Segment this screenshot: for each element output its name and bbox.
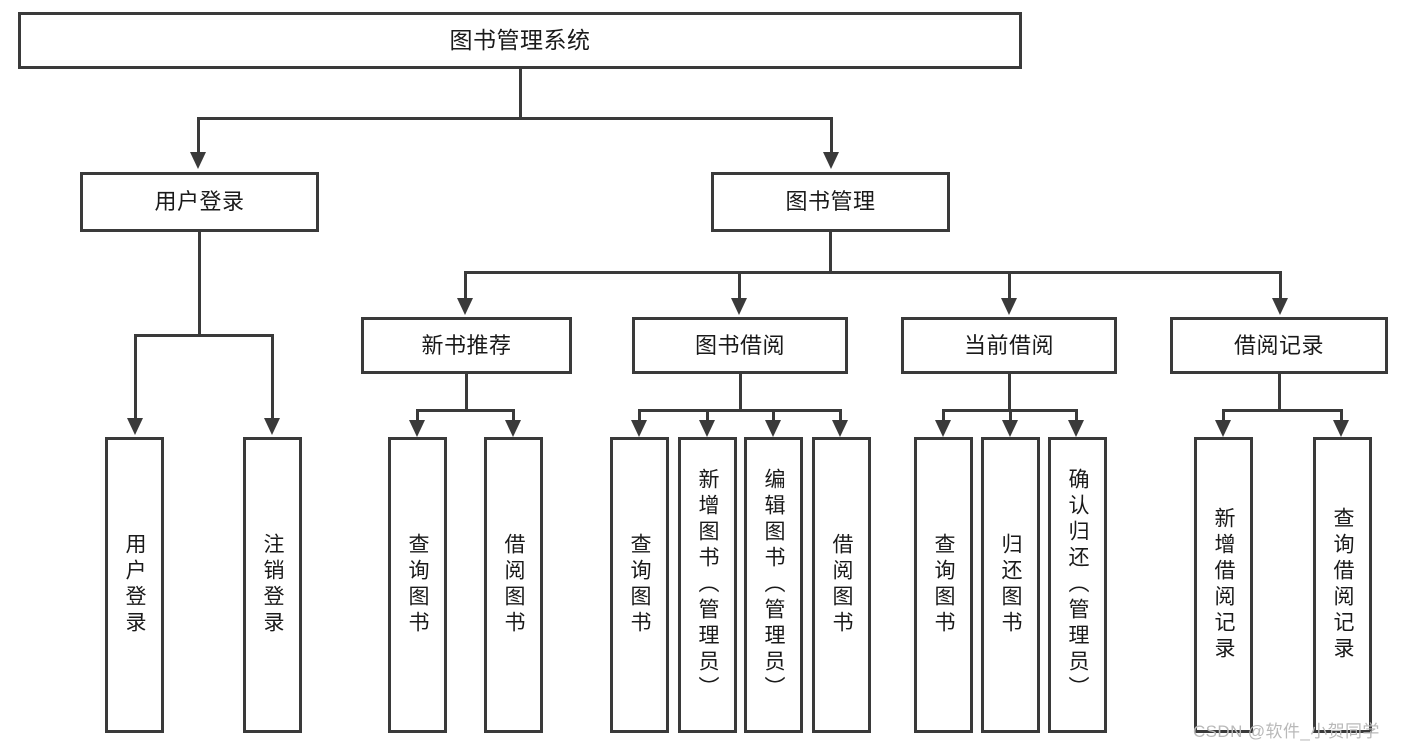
connector-bb-leaf1 [638,409,641,423]
arrowhead-current-borrow [1001,298,1017,315]
node-book-borrow[interactable]: 图书借阅 [632,317,848,374]
node-label: 图书管理系统 [449,26,591,53]
node-book-management[interactable]: 图书管理 [711,172,950,232]
connector-cb-leaf3 [1075,409,1078,423]
node-user-login[interactable]: 用户登录 [80,172,319,232]
node-label: 新增借阅记录 [1212,507,1235,663]
node-label: 归还图书 [999,533,1022,637]
leaf-bb-borrow-book[interactable]: 借阅图书 [812,437,871,733]
connector-to-book-borrow [738,271,741,301]
arrowhead-book-borrow [731,298,747,315]
connector-user-login-bus [134,334,274,337]
arrowhead-user-login [190,152,206,169]
node-label: 图书借阅 [694,332,785,358]
node-current-borrow[interactable]: 当前借阅 [901,317,1117,374]
connector-to-book-mgmt [830,117,833,155]
connector-bb-leaf4 [839,409,842,423]
connector-book-borrow-bus [638,409,842,412]
arrowhead-new-book [457,298,473,315]
leaf-br-query-record[interactable]: 查询借阅记录 [1313,437,1372,733]
node-label: 借阅图书 [502,533,525,637]
arrowhead-book-mgmt [823,152,839,169]
arrowhead-bb-leaf1 [631,420,647,437]
node-label: 借阅记录 [1233,332,1324,358]
leaf-cb-confirm-return[interactable]: 确认归还（管理员） [1048,437,1107,733]
leaf-bb-query-book[interactable]: 查询图书 [610,437,669,733]
leaf-br-add-record[interactable]: 新增借阅记录 [1194,437,1253,733]
connector-bb-leaf3 [772,409,775,423]
arrowhead-cb-leaf3 [1068,420,1084,437]
connector-cb-leaf2 [1009,409,1012,423]
node-new-book-recommend[interactable]: 新书推荐 [361,317,572,374]
connector-book-mgmt-stem [829,232,832,273]
node-label: 注销登录 [261,533,284,637]
node-label: 新书推荐 [421,332,512,358]
node-label: 编辑图书（管理员） [762,468,785,702]
connector-new-book-leaf2 [512,409,515,423]
arrowhead-bb-leaf4 [832,420,848,437]
node-label: 确认归还（管理员） [1066,468,1089,702]
connector-br-leaf2 [1340,409,1343,423]
node-label: 查询图书 [406,533,429,637]
connector-new-book-bus [416,409,515,412]
node-label: 用户登录 [123,533,146,637]
connector-new-book-leaf1 [416,409,419,423]
connector-to-new-book [464,271,467,301]
connector-to-user-login [197,117,200,155]
leaf-cb-query-book[interactable]: 查询图书 [914,437,973,733]
csdn-watermark: CSDN @软件_小贺同学 [1193,722,1380,741]
connector-user-login-stem [198,232,201,336]
leaf-nb-borrow-book[interactable]: 借阅图书 [484,437,543,733]
connector-br-leaf1 [1222,409,1225,423]
leaf-user-login[interactable]: 用户登录 [105,437,164,733]
node-label: 查询图书 [628,533,651,637]
connector-root-stem [519,69,522,118]
connector-bb-leaf2 [706,409,709,423]
connector-current-borrow-stem [1008,374,1011,411]
arrowhead-nb-leaf1 [409,420,425,437]
arrowhead-br-leaf2 [1333,420,1349,437]
connector-cb-leaf1 [942,409,945,423]
connector-borrow-record-bus [1222,409,1342,412]
connector-level3-bus [464,271,1282,274]
connector-to-borrow-record [1279,271,1282,301]
node-label: 当前借阅 [963,332,1054,358]
arrowhead-borrow-record [1272,298,1288,315]
arrowhead-cb-leaf2 [1002,420,1018,437]
leaf-bb-add-book[interactable]: 新增图书（管理员） [678,437,737,733]
arrowhead-leaf-user-login [127,418,143,435]
node-label: 借阅图书 [830,533,853,637]
node-label: 查询图书 [932,533,955,637]
node-borrow-record[interactable]: 借阅记录 [1170,317,1388,374]
connector-user-login-leaf2 [271,334,274,420]
arrowhead-nb-leaf2 [505,420,521,437]
connector-level1-bus [197,117,833,120]
connector-new-book-stem [465,374,468,411]
node-label: 查询借阅记录 [1331,507,1354,663]
node-label: 图书管理 [785,189,876,215]
connector-book-borrow-stem [739,374,742,411]
node-root-system[interactable]: 图书管理系统 [18,12,1022,69]
arrowhead-br-leaf1 [1215,420,1231,437]
leaf-nb-query-book[interactable]: 查询图书 [388,437,447,733]
leaf-cb-return-book[interactable]: 归还图书 [981,437,1040,733]
connector-user-login-leaf1 [134,334,137,420]
leaf-bb-edit-book[interactable]: 编辑图书（管理员） [744,437,803,733]
arrowhead-cb-leaf1 [935,420,951,437]
connector-to-current-borrow [1008,271,1011,301]
arrowhead-bb-leaf2 [699,420,715,437]
connector-borrow-record-stem [1278,374,1281,411]
arrowhead-leaf-logout [264,418,280,435]
arrowhead-bb-leaf3 [765,420,781,437]
node-label: 新增图书（管理员） [696,468,719,702]
node-label: 用户登录 [154,189,245,215]
leaf-logout[interactable]: 注销登录 [243,437,302,733]
